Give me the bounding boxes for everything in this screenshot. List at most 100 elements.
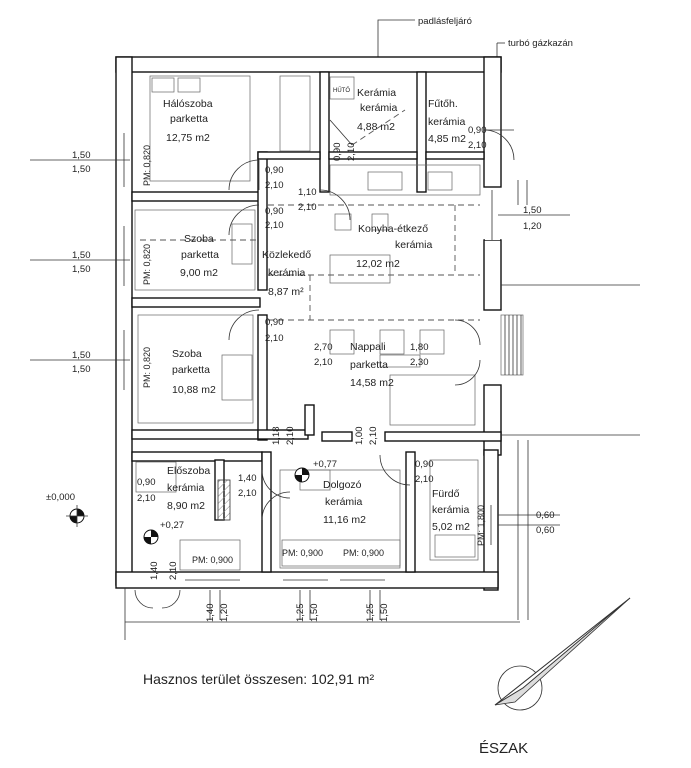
dim-living-w: 2,70	[314, 342, 333, 353]
room-name: Szoba	[184, 233, 214, 245]
dim-bottom-1-w: 1,40	[205, 604, 216, 623]
room-name: Közlekedő	[262, 249, 311, 261]
room-name: Dolgozó	[323, 479, 362, 491]
appliance-code: HŰTŐ	[333, 87, 350, 94]
dim-right-1-w: 1,50	[523, 205, 542, 216]
room-name: Konyha-étkező	[358, 223, 428, 235]
room-area: 8,90 m2	[167, 500, 205, 512]
room-name: Szoba	[172, 348, 202, 360]
dim-bottom-3-h: 1,50	[379, 604, 390, 623]
parapet-room1: PM: 0,820	[142, 244, 152, 285]
dim-bed-door-h: 2,10	[265, 180, 284, 191]
dim-right-2-w: 0,60	[536, 510, 555, 521]
room-floor: kerámia	[360, 102, 398, 114]
parapet-study-right: PM: 0,900	[343, 548, 384, 558]
dim-bath-door-w: 0,90	[415, 459, 434, 470]
room-room1: Szoba parketta 9,00 m2	[180, 233, 219, 279]
room-floor: kerámia	[432, 504, 470, 516]
dim-v100-h: 2,10	[368, 427, 379, 446]
dim-left-2-h: 1,50	[72, 264, 91, 275]
level-ground: ±0,000	[46, 492, 75, 503]
dim-living-h: 2,10	[314, 357, 333, 368]
room-floor: kerámia	[395, 239, 433, 251]
parapet-bath: PM: 1,800	[476, 505, 486, 546]
attic-leader-label: padlásfeljáró	[418, 16, 472, 27]
room-area: 10,88 m2	[172, 384, 216, 396]
north-arrow-icon	[494, 597, 631, 711]
opening-dims: 1,50 1,50 1,50 1,50 1,50 1,50 1,50 1,20 …	[72, 125, 555, 622]
room-area: 5,02 m2	[432, 521, 470, 533]
dim-bottom-2-h: 1,50	[309, 604, 320, 623]
dim-hall-door-w: 1,40	[238, 473, 257, 484]
dim-bath-door-h: 2,10	[415, 474, 434, 485]
room-hall: Előszoba kerámia 8,90 m2	[167, 465, 210, 512]
dim-left-3-w: 1,50	[72, 350, 91, 361]
dim-hall-window-h: 2,10	[137, 493, 156, 504]
room-floor: parketta	[181, 249, 219, 261]
dim-left-2-w: 1,50	[72, 250, 91, 261]
dim-terrace-h: 2,30	[410, 357, 429, 368]
dim-bottom-2-w: 1,25	[295, 604, 306, 623]
room-living: Nappali parketta 14,58 m2	[350, 341, 394, 389]
room-floor: kerámia	[167, 482, 205, 494]
door-swings	[134, 119, 515, 609]
room-name: Fürdő	[432, 488, 460, 500]
room-floor: parketta	[172, 364, 210, 376]
room-area: 11,16 m2	[323, 514, 366, 526]
dashed-lines	[140, 204, 480, 321]
room-boiler: Fűtőh. kerámia 4,85 m2	[428, 98, 466, 145]
dim-right-2-h: 0,60	[536, 525, 555, 536]
dim-pantry-door-w: 0,90	[332, 143, 343, 162]
dim-hall-window-w: 0,90	[137, 477, 156, 488]
room-kitchen: Konyha-étkező kerámia 12,02 m2	[356, 223, 433, 270]
north-label: ÉSZAK	[479, 740, 528, 757]
room-pantry: HŰTŐ Kerámia kerámia 4,88 m2	[333, 87, 398, 133]
dim-bottom-1-h: 1,20	[219, 604, 230, 623]
room-study: Dolgozó kerámia 11,16 m2	[323, 479, 366, 526]
dim-terrace-w: 1,80	[410, 342, 429, 353]
dim-hall-door-h: 2,10	[238, 488, 257, 499]
dim-entrance-h: 2,10	[168, 562, 179, 581]
site-lines	[30, 159, 640, 640]
room-floor: kerámia	[268, 267, 306, 279]
level-entry: +0,27	[160, 520, 184, 531]
room-area: 4,85 m2	[428, 133, 466, 145]
parapet-study-left: PM: 0,900	[282, 548, 323, 558]
room-name: Fűtőh.	[428, 98, 458, 110]
level-markers	[66, 467, 310, 545]
dim-room2-door-w: 0,90	[265, 317, 284, 328]
hatched-block	[217, 479, 231, 521]
room-bath: Fürdő kerámia 5,02 m2	[432, 488, 470, 533]
dim-room1-door-w: 0,90	[265, 206, 284, 217]
dim-kitchen-h: 2,10	[298, 202, 317, 213]
level-floor: +0,77	[313, 459, 337, 470]
dim-v118-h: 2,10	[285, 427, 296, 446]
parapet-bedroom: PM: 0,820	[142, 145, 152, 186]
parapet-room2: PM: 0,820	[142, 347, 152, 388]
dim-boiler-door-w: 0,90	[468, 125, 487, 136]
dim-v100-w: 1,00	[354, 427, 365, 446]
room-bedroom: Hálószoba parketta 12,75 m2	[163, 98, 213, 144]
room-area: 14,58 m2	[350, 377, 394, 389]
outer-walls	[115, 56, 502, 591]
dim-pantry-door-h: 2,10	[346, 143, 357, 162]
dim-left-1-h: 1,50	[72, 164, 91, 175]
dim-v118-w: 1,18	[271, 427, 282, 446]
boiler-leader-label: turbó gázkazán	[508, 38, 573, 49]
dim-left-3-h: 1,50	[72, 364, 91, 375]
room-corridor: Közlekedő kerámia 8,87 m²	[262, 249, 311, 298]
dim-room1-door-h: 2,10	[265, 220, 284, 231]
dim-boiler-door-h: 2,10	[468, 140, 487, 151]
terrace-stairs	[500, 314, 524, 376]
dim-kitchen-w: 1,10	[298, 187, 317, 198]
total-area: Hasznos terület összesen: 102,91 m²	[143, 671, 374, 687]
room-area: 9,00 m2	[180, 267, 218, 279]
room-area: 12,02 m2	[356, 258, 400, 270]
room-floor: kerámia	[325, 496, 363, 508]
room-floor: parketta	[170, 113, 208, 125]
room-area: 8,87 m²	[268, 286, 304, 298]
dim-room2-door-h: 2,10	[265, 333, 284, 344]
room-floor: kerámia	[428, 116, 466, 128]
dim-right-1-h: 1,20	[523, 221, 542, 232]
